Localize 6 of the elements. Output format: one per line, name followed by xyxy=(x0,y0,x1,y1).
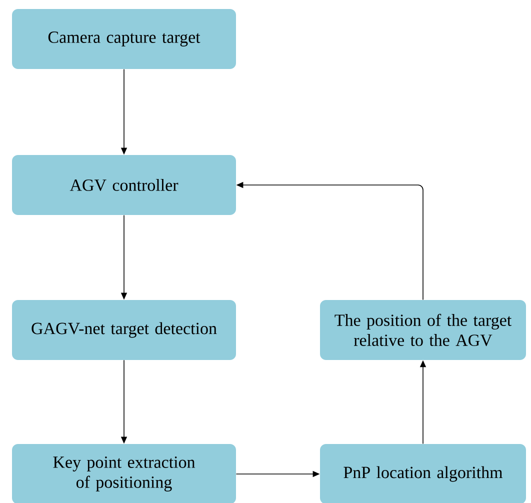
process-box: The position of the target relative to the AGV xyxy=(320,300,526,360)
process-box: AGV controller xyxy=(12,155,236,215)
process-box: Key point extraction of positioning xyxy=(12,444,236,503)
process-box: PnP location algorithm xyxy=(320,444,526,503)
process-box: GAGV-net target detection xyxy=(12,300,236,360)
process-box: Camera capture target xyxy=(12,9,236,69)
